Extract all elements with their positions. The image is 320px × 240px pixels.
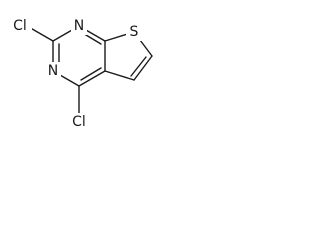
bond-c5-c4a: [104, 70, 135, 81]
atom-n-bottom-background: [45, 62, 61, 80]
bond-c4a-c4-double: [80, 67, 102, 81]
bond-c6-c5: [133, 55, 153, 81]
bond-c6-c5-double: [130, 56, 147, 77]
atom-n-top: N: [71, 17, 87, 35]
atom-cl-top-label: Cl: [13, 18, 27, 34]
atom-cl-bottom: Cl: [67, 113, 91, 131]
atom-s-label: S: [130, 24, 139, 40]
atom-cl-top: Cl: [8, 17, 32, 35]
atom-cl-bottom-label: Cl: [72, 114, 86, 130]
chemical-structure-diagram: Cl N N S Cl: [8, 17, 153, 131]
atom-labels: Cl N N S Cl: [8, 17, 142, 131]
bond-c4a-c4: [78, 70, 106, 87]
atom-cl-top-background: [8, 17, 32, 35]
atom-n-bottom: N: [45, 62, 61, 80]
atom-s-background: [126, 23, 142, 41]
atom-n-bottom-label: N: [48, 63, 58, 79]
atom-n-top-label: N: [74, 18, 84, 34]
atom-s: S: [126, 23, 142, 41]
atom-cl-bottom-background: [67, 113, 91, 131]
atom-n-top-background: [71, 17, 87, 35]
